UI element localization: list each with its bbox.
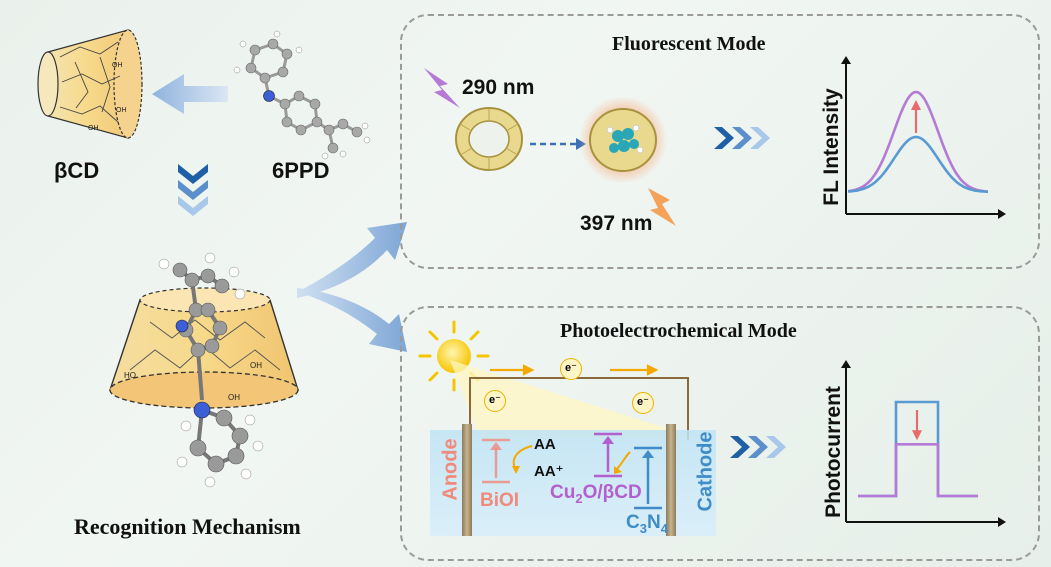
electron-left: e⁻ [484, 390, 506, 412]
x-axis-arrow [998, 517, 1006, 527]
inclusion-complex: HO OH OH [109, 252, 299, 488]
cu2o-label: Cu2O/βCD [550, 482, 642, 506]
excitation-bolt-icon [424, 68, 460, 108]
fluorescent-title: Fluorescent Mode [612, 33, 766, 55]
anode-label: Anode [439, 438, 462, 501]
svg-text:HO: HO [124, 371, 136, 380]
bcd-molecule: OH OH OH [37, 29, 143, 139]
energy-levels [482, 432, 662, 510]
y-axis-arrow [841, 360, 851, 368]
cathode-label: Cathode [694, 431, 717, 512]
fl-series-0 [847, 90, 989, 193]
chevrons-right-pec [730, 436, 786, 458]
pec-title: Photoelectrochemical Mode [560, 320, 797, 342]
y-axis-arrow [841, 56, 851, 64]
pc-decrease-arrowhead [912, 430, 922, 441]
svg-text:OH: OH [250, 361, 262, 370]
emission-wavelength: 397 nm [580, 212, 653, 235]
electron-right: e⁻ [632, 392, 654, 414]
bioi-label: BiOI [480, 490, 520, 511]
x-axis-arrow [998, 209, 1006, 219]
ppd-molecule [233, 30, 371, 160]
host-ring [455, 107, 523, 171]
aa-plus-label: AA⁺ [534, 463, 564, 480]
cathode-electrode [666, 424, 676, 536]
svg-text:OH: OH [112, 62, 123, 69]
fl-chart [841, 56, 1006, 219]
svg-text:OH: OH [88, 125, 99, 132]
fl-series-1 [847, 135, 988, 193]
aa-label: AA [534, 436, 556, 453]
svg-text:OH: OH [228, 393, 240, 402]
emission-bolt-icon [648, 188, 676, 226]
ppd-label: 6PPD [272, 158, 330, 183]
down-chevrons [178, 164, 208, 216]
light-beam [450, 360, 698, 438]
binding-arrow [152, 74, 228, 114]
pc-chart [841, 360, 1006, 527]
pc-series-1 [858, 443, 978, 498]
circuit-wire [469, 364, 689, 440]
electron-top: e⁻ [560, 358, 582, 380]
recognition-label: Recognition Mechanism [74, 514, 301, 539]
excitation-wavelength: 290 nm [462, 76, 535, 99]
svg-text:OH: OH [116, 107, 127, 114]
bcd-label: βCD [54, 158, 100, 183]
complex-ring [579, 98, 667, 182]
split-arrows [297, 222, 407, 352]
pec-panel [400, 306, 1040, 561]
chevrons-right-fl [714, 127, 770, 149]
fluorescent-panel [400, 14, 1040, 269]
anode-electrode [462, 424, 472, 536]
c3n4-label: C3N4 [626, 512, 668, 536]
fl-increase-arrowhead [911, 100, 921, 110]
